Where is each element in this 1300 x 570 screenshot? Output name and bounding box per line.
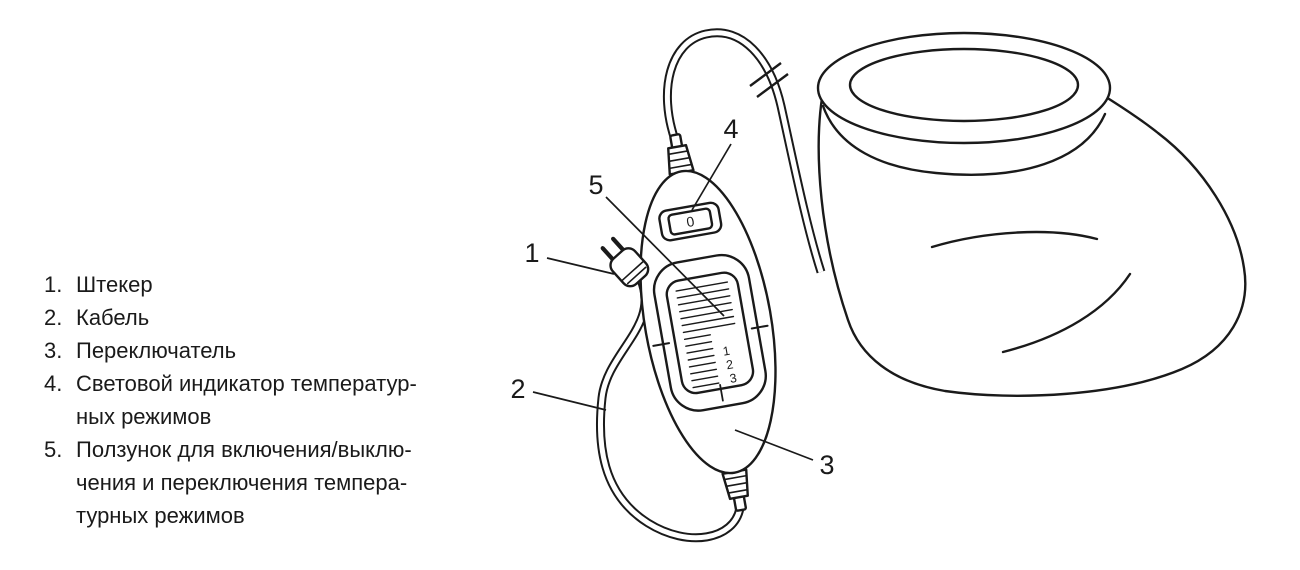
callout-5-line bbox=[605, 196, 725, 317]
legend-item-indicator: 4. Световой индикатор температур- ных ре… bbox=[44, 367, 417, 433]
legend-item-plug: 1. Штекер bbox=[44, 268, 417, 301]
plug-body bbox=[609, 247, 650, 288]
legend-item-text: Штекер bbox=[76, 272, 153, 297]
plug-collar-ribs bbox=[621, 260, 647, 285]
legend-item-number: 5. bbox=[44, 437, 63, 462]
legend-item-text: Ползунок для включения/выклю- bbox=[76, 437, 412, 462]
legend-item-text: Световой индикатор температур- bbox=[76, 371, 417, 396]
slider-level-3: 3 bbox=[729, 371, 738, 386]
power-cable bbox=[596, 278, 745, 543]
legend-item-number: 1. bbox=[44, 272, 63, 297]
parts-legend: 1. Штекер 2. Кабель 3. Переключатель 4. … bbox=[44, 268, 417, 532]
indicator-window: 0 bbox=[658, 201, 723, 242]
boot-toe-crease bbox=[1001, 272, 1132, 354]
slider-position-mark bbox=[719, 383, 724, 402]
slider-level-2: 2 bbox=[725, 357, 734, 372]
bottom-strain-relief bbox=[721, 468, 749, 512]
legend-item-slider: 5. Ползунок для включения/выклю- чения и… bbox=[44, 433, 417, 532]
legend-item-cable: 2. Кабель bbox=[44, 301, 417, 334]
boot-opening bbox=[848, 47, 1080, 123]
callout-2-line bbox=[532, 391, 607, 411]
boot-illustration bbox=[816, 31, 1247, 397]
legend-item-text: ных режимов bbox=[76, 404, 212, 429]
slider-level-1: 1 bbox=[722, 344, 731, 359]
legend-item-text: чения и переключения темпера- bbox=[76, 470, 408, 495]
legend-item-switch: 3. Переключатель bbox=[44, 334, 417, 367]
legend-item-number: 2. bbox=[44, 305, 63, 330]
slider-ribs bbox=[675, 281, 736, 389]
callout-2-cable: 2 bbox=[510, 374, 525, 404]
top-strain-relief bbox=[667, 133, 695, 176]
callout-4-line bbox=[691, 143, 732, 211]
callout-4-indicator: 4 bbox=[723, 114, 738, 144]
legend-item-text: турных режимов bbox=[76, 503, 245, 528]
callout-1-plug: 1 bbox=[524, 238, 539, 268]
legend-item-number: 4. bbox=[44, 371, 63, 396]
callout-3-line bbox=[734, 429, 814, 461]
callout-3-switch: 3 bbox=[819, 450, 834, 480]
boot-ankle-crease bbox=[930, 230, 1099, 249]
boot-body bbox=[817, 95, 1247, 397]
panel-mid-marks bbox=[652, 324, 769, 347]
controller-illustration: 0 1 2 3 bbox=[639, 133, 777, 512]
slider-panel: 1 2 3 bbox=[652, 253, 769, 412]
legend-item-text: Кабель bbox=[76, 305, 150, 330]
indicator-value: 0 bbox=[685, 213, 696, 230]
callouts: 1 2 3 4 5 bbox=[510, 114, 834, 480]
boot-cable bbox=[662, 28, 826, 274]
callout-5-slider: 5 bbox=[588, 170, 603, 200]
legend-item-text: Переключатель bbox=[76, 338, 237, 363]
plug-illustration bbox=[600, 236, 650, 288]
boot-rim-band bbox=[821, 104, 1107, 176]
callout-1-line bbox=[546, 257, 615, 275]
cable-break-icon bbox=[749, 62, 789, 98]
legend-item-number: 3. bbox=[44, 338, 63, 363]
